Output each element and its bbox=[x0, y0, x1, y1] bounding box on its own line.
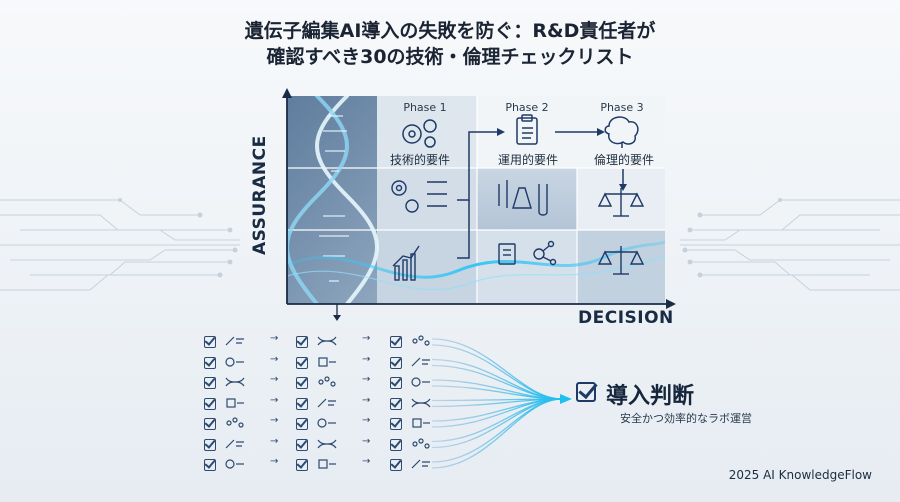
arrow-right-icon: → bbox=[270, 456, 279, 467]
arrow-right-icon: → bbox=[270, 374, 279, 385]
page-title-line-1: 遺伝子編集AI導入の失敗を防ぐ：R&D責任者が bbox=[244, 20, 656, 42]
arrow-right-icon: → bbox=[362, 394, 371, 406]
flow-line bbox=[431, 398, 563, 469]
arrow-right-icon: → bbox=[270, 333, 279, 344]
growth-chart-icon bbox=[392, 245, 420, 281]
checkbox-icon bbox=[204, 377, 216, 389]
checklist-item-icon bbox=[225, 459, 244, 469]
checklist-item-icon bbox=[225, 356, 244, 367]
checkbox-icon bbox=[296, 459, 308, 471]
phase-2-label: Phase 2 bbox=[505, 101, 549, 114]
x-axis-label: DECISION bbox=[578, 308, 674, 328]
checkbox-icon bbox=[204, 438, 216, 451]
checkbox-icon bbox=[390, 397, 402, 410]
checklist-item-icon bbox=[411, 398, 431, 407]
checklist-item-icon bbox=[226, 417, 244, 428]
arrow-right-icon: → bbox=[270, 353, 279, 365]
checkbox-icon bbox=[296, 418, 308, 430]
checkbox-icon bbox=[204, 459, 216, 471]
checklist-item-icon bbox=[226, 397, 244, 408]
checkbox-icon bbox=[390, 356, 402, 369]
checklist-item-icon bbox=[317, 418, 336, 428]
arrow-right-icon: → bbox=[362, 435, 371, 447]
checklist-item-icon bbox=[318, 356, 336, 367]
scales-icon bbox=[597, 188, 645, 217]
checklist-item-icon bbox=[317, 398, 336, 407]
checkbox-icon bbox=[390, 438, 402, 451]
arrow-right-icon: → bbox=[362, 374, 371, 385]
arrow-right-icon: → bbox=[270, 415, 279, 426]
phase-1-requirement: 技術的要件 bbox=[389, 153, 450, 167]
checklist-item-icon bbox=[412, 335, 430, 346]
clipboard-icon bbox=[516, 114, 538, 145]
checkbox-icon bbox=[204, 336, 216, 348]
flow-line bbox=[431, 398, 563, 463]
arrow-right-icon: → bbox=[362, 456, 371, 467]
checklist-item-icon bbox=[411, 377, 430, 387]
phase-3-requirement: 倫理的要件 bbox=[593, 153, 654, 167]
arrow-right-icon: → bbox=[362, 353, 371, 365]
checklist-item-icon bbox=[412, 418, 430, 428]
checkbox-icon bbox=[390, 377, 402, 389]
checklist-item-icon bbox=[317, 439, 337, 448]
checklist-item-icon bbox=[225, 377, 245, 387]
page-title-line-2: 確認すべき30の技術・倫理チェックリスト bbox=[266, 46, 634, 68]
lab-flask-icon bbox=[498, 180, 548, 216]
checkbox-icon bbox=[204, 418, 216, 430]
checklist-item-icon bbox=[412, 437, 430, 449]
checkbox-icon bbox=[390, 336, 402, 348]
phase-grid-panel bbox=[287, 96, 665, 304]
checklist-grid: → → → → → → → → → → → → → → bbox=[200, 328, 460, 478]
phase-2-requirement: 運用的要件 bbox=[497, 153, 558, 167]
process-gears-icon bbox=[391, 180, 447, 213]
checklist-item-icon bbox=[225, 336, 244, 346]
arrow-right-icon: → bbox=[362, 415, 371, 426]
checkbox-icon bbox=[390, 418, 402, 430]
flow-line bbox=[431, 344, 563, 400]
checklist-item-icon bbox=[317, 336, 337, 346]
document-network-icon bbox=[498, 240, 557, 266]
footer-credit: 2025 AI KnowledgeFlow bbox=[728, 468, 872, 482]
checkbox-icon bbox=[296, 356, 308, 369]
checkbox-icon bbox=[204, 397, 216, 410]
checklist-item-icon bbox=[225, 439, 244, 448]
checklist-item-icon bbox=[411, 357, 430, 366]
arrow-right-icon: → bbox=[270, 394, 279, 406]
brain-icon bbox=[604, 116, 639, 148]
checkbox-icon bbox=[296, 336, 308, 348]
checkbox-icon bbox=[204, 356, 216, 369]
arrow-right-icon: → bbox=[270, 435, 279, 447]
check-icon bbox=[576, 382, 596, 402]
phase-3-label: Phase 3 bbox=[600, 101, 644, 114]
decision-subtitle: 安全かつ効率的なラボ運営 bbox=[620, 412, 752, 425]
gears-icon bbox=[402, 119, 437, 148]
checklist-item-icon bbox=[411, 459, 430, 469]
checkbox-icon bbox=[296, 438, 308, 451]
scales-icon-2 bbox=[597, 246, 645, 275]
flow-line bbox=[431, 338, 563, 400]
phase-1-label: Phase 1 bbox=[403, 101, 447, 114]
checkbox-icon bbox=[296, 377, 308, 389]
checkbox-icon bbox=[296, 397, 308, 410]
arrow-right-icon: → bbox=[362, 333, 371, 344]
checklist-item-icon bbox=[318, 459, 336, 469]
checklist-item-icon bbox=[318, 376, 336, 387]
checkbox-icon bbox=[390, 459, 402, 471]
decision-title: 導入判断 bbox=[606, 384, 695, 409]
flow-line bbox=[431, 364, 563, 400]
